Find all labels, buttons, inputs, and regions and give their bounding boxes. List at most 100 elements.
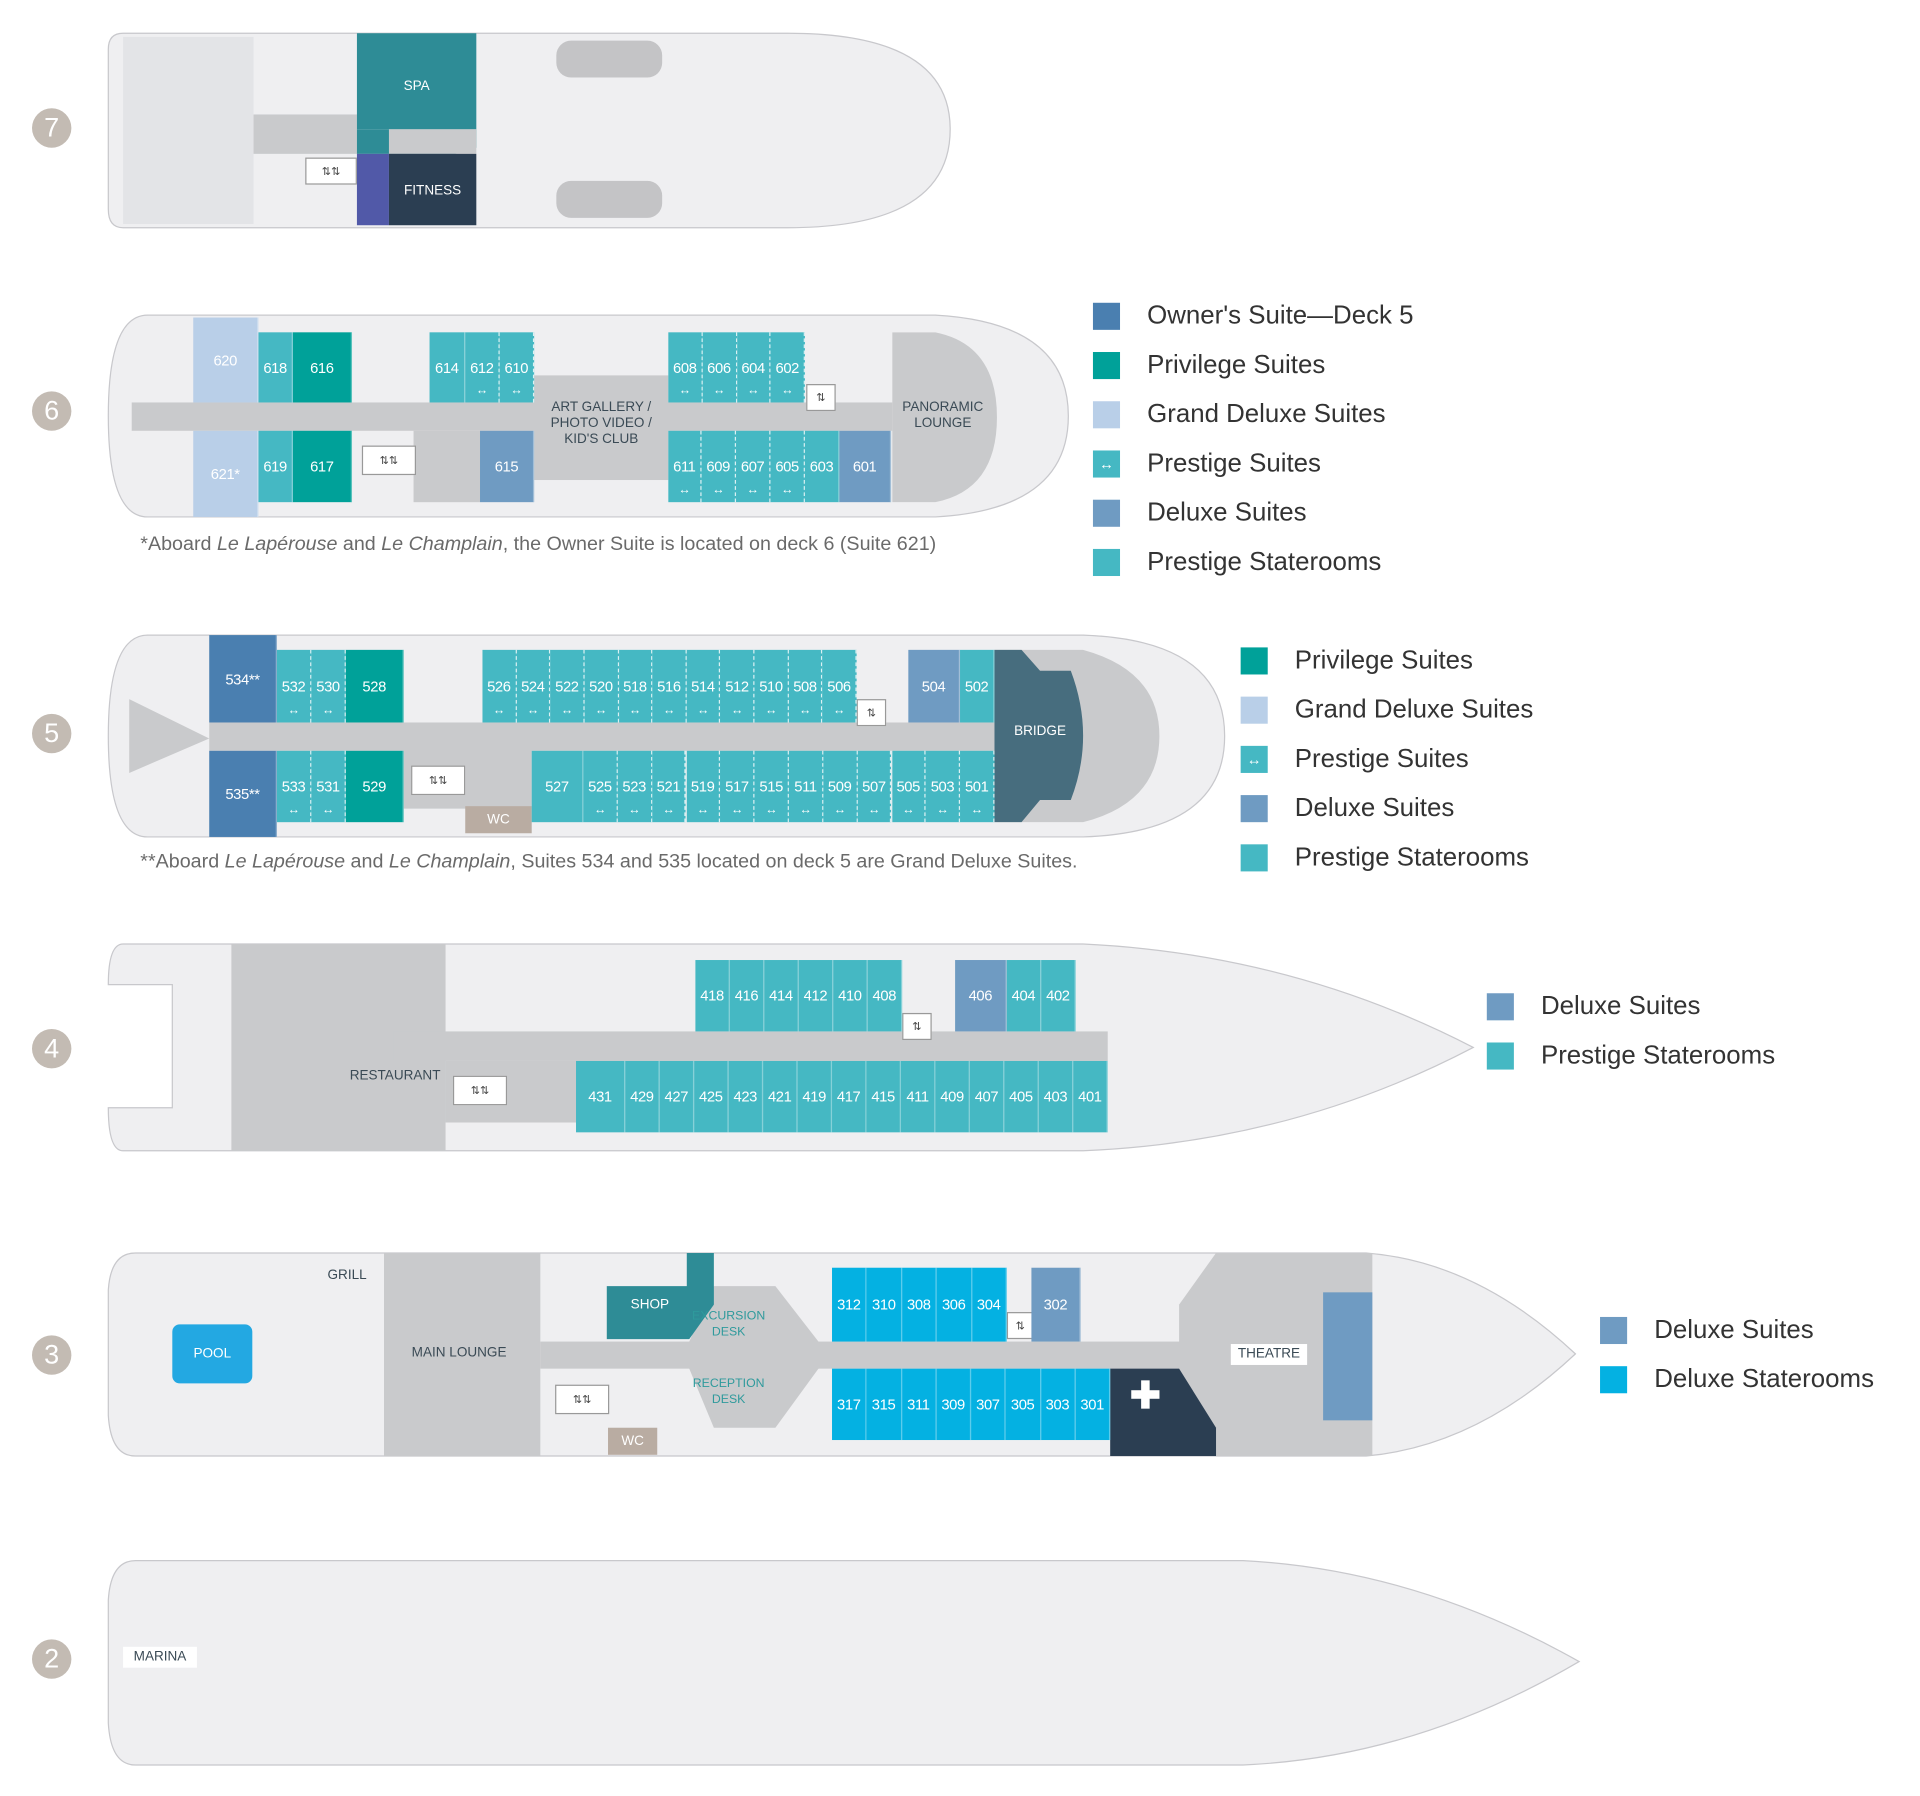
cabin-309[interactable]: 309 xyxy=(936,1368,972,1441)
cabin-414[interactable]: 414 xyxy=(764,960,799,1032)
cabin-528[interactable]: 528 xyxy=(345,649,404,723)
cabin-315[interactable]: 315 xyxy=(866,1368,902,1441)
cabin-416[interactable]: 416 xyxy=(729,960,765,1032)
cabin-510[interactable]: 510↔ xyxy=(754,649,789,723)
cabin-611[interactable]: 611↔ xyxy=(668,430,702,503)
cabin-511[interactable]: 511↔ xyxy=(788,750,824,823)
cabin-516[interactable]: 516↔ xyxy=(652,649,687,723)
cabin-507[interactable]: 507↔ xyxy=(857,750,892,823)
cabin-607[interactable]: 607↔ xyxy=(736,430,771,503)
cabin-number: 619 xyxy=(263,457,287,476)
cabin-526[interactable]: 526↔ xyxy=(482,649,517,723)
cabin-533[interactable]: 533↔ xyxy=(276,750,312,823)
cabin-519[interactable]: 519↔ xyxy=(686,750,721,823)
cabin-606[interactable]: 606↔ xyxy=(702,332,737,403)
cabin-602[interactable]: 602↔ xyxy=(770,332,805,403)
cabin-419[interactable]: 419 xyxy=(797,1060,833,1133)
cabin-517[interactable]: 517↔ xyxy=(720,750,755,823)
cabin-618[interactable]: 618 xyxy=(258,332,293,403)
cabin-307[interactable]: 307 xyxy=(971,1368,1006,1441)
cabin-605[interactable]: 605↔ xyxy=(770,430,805,503)
cabin-504[interactable]: 504 xyxy=(908,649,961,723)
cabin-608[interactable]: 608↔ xyxy=(668,332,703,403)
cabin-425[interactable]: 425 xyxy=(694,1060,729,1133)
cabin-609[interactable]: 609↔ xyxy=(701,430,737,503)
cabin-501[interactable]: 501↔ xyxy=(960,750,995,823)
cabin-421[interactable]: 421 xyxy=(763,1060,798,1133)
cabin-529[interactable]: 529 xyxy=(345,750,404,823)
cabin-417[interactable]: 417 xyxy=(832,1060,867,1133)
cabin-423[interactable]: 423 xyxy=(728,1060,764,1133)
cabin-305[interactable]: 305 xyxy=(1005,1368,1041,1441)
cabin-306[interactable]: 306 xyxy=(936,1267,972,1342)
cabin-502[interactable]: 502 xyxy=(960,649,995,723)
cabin-411[interactable]: 411 xyxy=(900,1060,936,1133)
cabin-number: 312 xyxy=(837,1296,861,1314)
cabin-616[interactable]: 616 xyxy=(292,332,353,403)
cabin-524[interactable]: 524↔ xyxy=(516,649,551,723)
cabin-508[interactable]: 508↔ xyxy=(788,649,823,723)
cabin-312[interactable]: 312 xyxy=(832,1267,867,1342)
cabin-523[interactable]: 523↔ xyxy=(617,750,652,823)
cabin-503[interactable]: 503↔ xyxy=(925,750,961,823)
cabin-418[interactable]: 418 xyxy=(695,960,730,1032)
cabin-514[interactable]: 514↔ xyxy=(686,649,721,723)
cabin-530[interactable]: 530↔ xyxy=(311,649,346,723)
cabin-619[interactable]: 619 xyxy=(258,430,293,503)
cabin-601[interactable]: 601 xyxy=(839,430,892,503)
cabin-302[interactable]: 302 xyxy=(1031,1267,1081,1342)
cabin-429[interactable]: 429 xyxy=(625,1060,660,1133)
cabin-505[interactable]: 505↔ xyxy=(891,750,926,823)
cabin-304[interactable]: 304 xyxy=(971,1267,1007,1342)
cabin-number: 524 xyxy=(521,677,545,695)
cabin-308[interactable]: 308 xyxy=(901,1267,937,1342)
cabin-525[interactable]: 525↔ xyxy=(583,750,618,823)
cabin-427[interactable]: 427 xyxy=(659,1060,695,1133)
cabin-512[interactable]: 512↔ xyxy=(720,649,755,723)
cabin-number: 501 xyxy=(964,777,989,796)
cabin-311[interactable]: 311 xyxy=(901,1368,937,1441)
cabin-409[interactable]: 409 xyxy=(935,1060,970,1133)
cabin-617[interactable]: 617 xyxy=(292,430,353,503)
cabin-612[interactable]: 612↔ xyxy=(465,332,500,403)
cabin-317[interactable]: 317 xyxy=(832,1368,867,1441)
cabin-518[interactable]: 518↔ xyxy=(618,649,653,723)
cabin-620[interactable]: 620 xyxy=(193,317,259,403)
cabin-402[interactable]: 402 xyxy=(1041,960,1076,1032)
cabin-522[interactable]: 522↔ xyxy=(550,649,585,723)
cabin-621[interactable]: 621* xyxy=(193,430,259,517)
cabin-431[interactable]: 431 xyxy=(576,1060,626,1133)
cabin-610[interactable]: 610↔ xyxy=(499,332,535,403)
cabin-403[interactable]: 403 xyxy=(1038,1060,1074,1133)
cabin-401[interactable]: 401 xyxy=(1073,1060,1108,1133)
cabin-521[interactable]: 521↔ xyxy=(651,750,687,823)
cabin-406[interactable]: 406 xyxy=(955,960,1007,1032)
cabin-404[interactable]: 404 xyxy=(1006,960,1042,1032)
cabin-412[interactable]: 412 xyxy=(798,960,834,1032)
cabin-405[interactable]: 405 xyxy=(1004,1060,1039,1133)
cabin-407[interactable]: 407 xyxy=(969,1060,1005,1133)
cabin-number: 308 xyxy=(907,1296,931,1314)
cabin-603[interactable]: 603 xyxy=(804,430,840,503)
cabin-614[interactable]: 614 xyxy=(429,332,466,403)
cabin-534[interactable]: 534** xyxy=(209,635,277,723)
cabin-509[interactable]: 509↔ xyxy=(823,750,858,823)
cabin-408[interactable]: 408 xyxy=(867,960,903,1032)
cabin-303[interactable]: 303 xyxy=(1040,1368,1076,1441)
cabin-532[interactable]: 532↔ xyxy=(276,649,312,723)
cabin-number: 503 xyxy=(930,777,955,796)
cabin-410[interactable]: 410 xyxy=(833,960,868,1032)
prestige-suite-arrow-icon: ↔ xyxy=(593,803,606,818)
cabin-535[interactable]: 535** xyxy=(209,750,277,837)
cabin-520[interactable]: 520↔ xyxy=(584,649,619,723)
cabin-515[interactable]: 515↔ xyxy=(754,750,789,823)
cabin-615[interactable]: 615 xyxy=(480,430,535,503)
cabin-415[interactable]: 415 xyxy=(866,1060,901,1133)
cabin-604[interactable]: 604↔ xyxy=(736,332,771,403)
cabin-527[interactable]: 527 xyxy=(531,750,584,823)
cabin-301[interactable]: 301 xyxy=(1075,1368,1111,1441)
cabin-310[interactable]: 310 xyxy=(866,1267,902,1342)
prestige-suite-arrow-icon: ↔ xyxy=(594,704,607,718)
cabin-506[interactable]: 506↔ xyxy=(822,649,857,723)
cabin-531[interactable]: 531↔ xyxy=(311,750,346,823)
